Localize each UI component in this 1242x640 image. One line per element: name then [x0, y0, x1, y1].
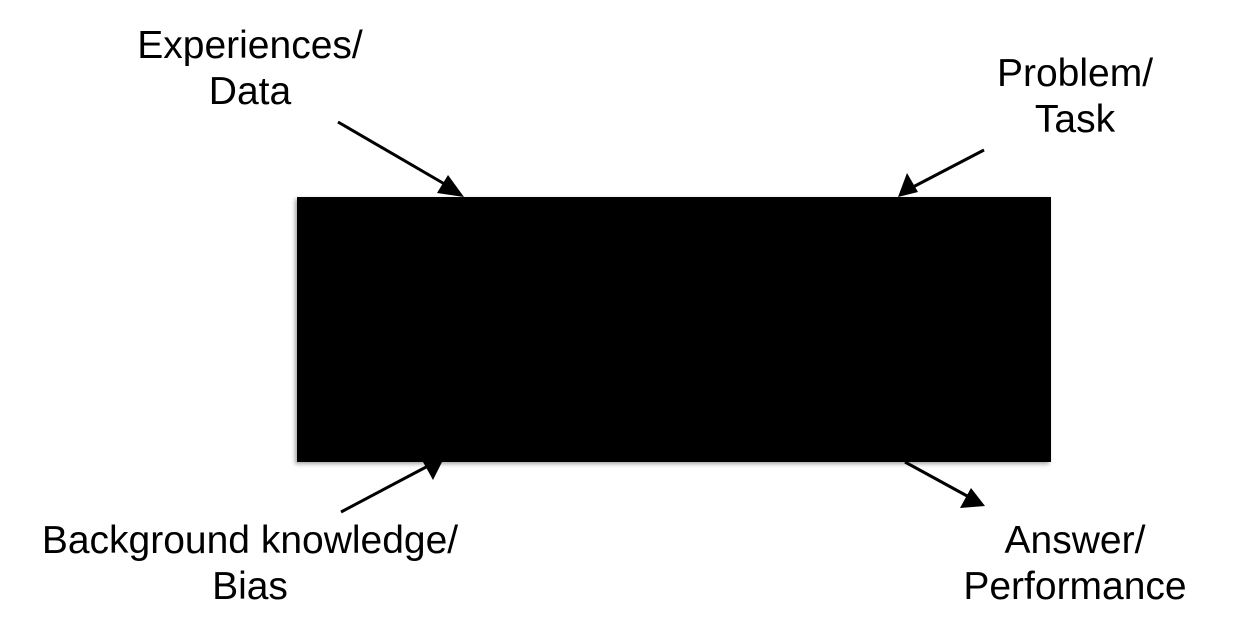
answer-label-line2: Performance: [963, 565, 1187, 608]
experiences-label-line2: Data: [208, 70, 292, 113]
arrow-box-to-answer: [904, 460, 985, 508]
arrow-experiences-to-box: [337, 120, 464, 197]
answer-label-line1: Answer/: [1004, 519, 1146, 562]
problem-label-line2: Task: [1034, 98, 1116, 141]
arrow-problem-to-box: [898, 148, 985, 197]
arrow-background-to-box: [340, 458, 444, 514]
answer-performance-label: Answer/ Performance: [940, 518, 1210, 610]
problem-task-label: Problem/ Task: [960, 51, 1190, 143]
background-label-line2: Bias: [212, 565, 288, 608]
experiences-data-label: Experiences/ Data: [100, 23, 400, 115]
background-label-line1: Background knowledge/: [41, 519, 459, 562]
problem-label-line1: Problem/: [996, 52, 1154, 95]
background-knowledge-label: Background knowledge/ Bias: [10, 518, 490, 610]
black-box: [297, 197, 1051, 462]
experiences-label-line1: Experiences/: [137, 24, 363, 67]
